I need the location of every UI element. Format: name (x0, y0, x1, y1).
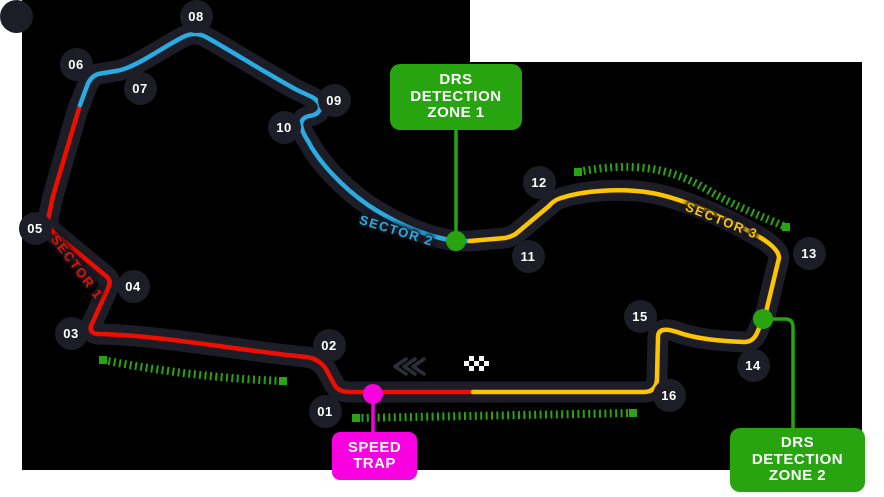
turn-marker: 13 (792, 236, 826, 270)
drs-zone-1-line2: DETECTION (410, 87, 502, 105)
band-end-cap (352, 414, 360, 422)
turn-marker: 01 (308, 394, 342, 428)
turn-marker: 11 (511, 239, 545, 273)
drs-zone-band-2 (355, 409, 634, 422)
speed-trap-label: SPEED TRAP (332, 432, 417, 480)
band-end-cap (574, 168, 582, 176)
drs-zone-band-3 (577, 162, 788, 231)
turn-number: 13 (801, 245, 817, 261)
turn-number: 14 (745, 357, 761, 373)
turn-number: 08 (188, 8, 204, 24)
turn-number: 03 (63, 325, 79, 341)
start-finish-flag-icon (464, 356, 489, 371)
speed-trap-line2: TRAP (353, 455, 396, 472)
band-end-cap (782, 223, 790, 231)
turn-marker: 03 (54, 316, 88, 350)
turn-marker: 08 (179, 0, 213, 33)
turn-marker: 06 (59, 47, 93, 81)
turn-number: 02 (321, 337, 337, 353)
turn-number: 11 (520, 248, 536, 264)
sector1-line (45, 102, 476, 395)
turn-number: 05 (27, 220, 43, 236)
direction-chevrons-icon (393, 357, 426, 376)
drs-zone-band-1 (102, 356, 284, 385)
drs-zone-2-line2: DETECTION (751, 450, 844, 468)
turn-marker: 02 (312, 328, 346, 362)
turn-number: 12 (531, 174, 547, 190)
turn-number: 16 (661, 387, 677, 403)
turn-number: 15 (632, 308, 648, 324)
drs-zone-2-stem (763, 317, 795, 428)
turn-number: 10 (276, 119, 292, 135)
turn-marker: 12 (522, 165, 556, 199)
speed-trap-point (363, 384, 383, 404)
band-end-cap (99, 356, 107, 364)
drs-zone-2-line3: ZONE 2 (768, 467, 827, 485)
turn-marker: 05 (18, 211, 52, 245)
drs-zone-1-line1: DRS (439, 71, 473, 89)
band-end-cap (629, 409, 637, 417)
turn-marker: 07 (123, 71, 157, 105)
turn-number: 06 (68, 56, 84, 72)
turn-number: 01 (317, 403, 333, 419)
turn-marker: 15 (623, 299, 657, 333)
drs-detection-point-2 (753, 309, 773, 329)
speed-trap-line1: SPEED (347, 438, 402, 456)
turn-marker: 14 (736, 348, 770, 382)
turn-marker: 16 (652, 378, 686, 412)
drs-detection-point-1 (446, 231, 466, 251)
drs-zone-2-line1: DRS (780, 434, 815, 452)
band-end-cap (279, 377, 287, 385)
drs-zone-1-line3: ZONE 1 (427, 104, 485, 122)
sector3-line (467, 188, 782, 395)
turn-marker: 09 (317, 83, 351, 117)
turn-number: 04 (125, 278, 141, 294)
turn-marker (0, 0, 33, 33)
turn-marker: 04 (116, 269, 150, 303)
turn-number: 07 (132, 80, 148, 96)
drs-detection-zone-1-label: DRS DETECTION ZONE 1 (390, 64, 522, 130)
drs-detection-zone-2-label: DRS DETECTION ZONE 2 (730, 428, 865, 492)
turn-number: 09 (326, 92, 342, 108)
turn-marker: 10 (267, 110, 301, 144)
